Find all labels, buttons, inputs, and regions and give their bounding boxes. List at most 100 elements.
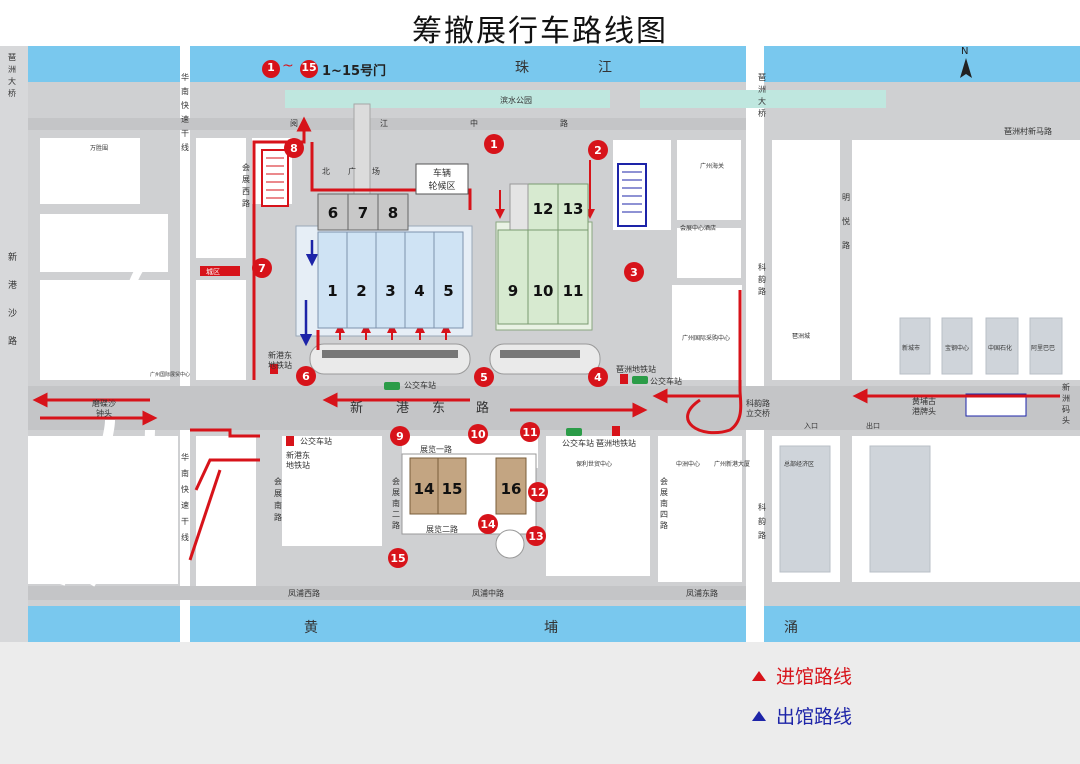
- gate-range-from-badge: [262, 60, 280, 78]
- road-label: 展: [242, 175, 250, 184]
- road-label: 会: [242, 162, 250, 172]
- riverside-park: [285, 90, 610, 108]
- place-label: 广州海关: [700, 162, 724, 170]
- vehicle-area-label: 轮候区: [428, 180, 455, 192]
- gate-14-label: 14: [480, 518, 496, 531]
- hall-10: [527, 229, 559, 325]
- entry-routes: [32, 116, 1060, 561]
- road-label: 科: [758, 262, 766, 272]
- gate-14-badge: [478, 514, 498, 534]
- place-label: 保利世贸中心: [576, 460, 612, 468]
- place-label: 总部经济区: [784, 460, 814, 468]
- hall-label: 10: [533, 282, 554, 300]
- road-label: 阅: [290, 119, 298, 128]
- road-label: 展览一路: [420, 444, 452, 454]
- road-label: 四: [660, 510, 668, 519]
- road-label: 科: [758, 502, 766, 512]
- area-label: 北: [322, 167, 330, 176]
- parking-xinzhou: [965, 393, 1027, 417]
- road-label: 会: [274, 476, 282, 486]
- metro-icon: [612, 426, 620, 436]
- station-label: 公交车站: [404, 380, 436, 390]
- gate-6-label: 6: [302, 370, 310, 383]
- gate-6-badge: [296, 366, 316, 386]
- hall-label: 13: [563, 200, 584, 218]
- road-label: 琶洲村新马路: [1004, 126, 1052, 136]
- gate-4-badge: [588, 367, 608, 387]
- legend-exit-route: 出馆路线: [752, 702, 852, 729]
- place-label: 中国石化: [988, 344, 1012, 352]
- bus-icon: [632, 376, 648, 384]
- bus-icon: [566, 428, 582, 436]
- hall-8: [377, 193, 409, 231]
- place-label: 新城市: [902, 344, 920, 352]
- gate-range-from: 1: [267, 61, 275, 74]
- road-label: 琶: [8, 53, 16, 62]
- hall-15: [437, 457, 467, 515]
- place-label: 中洲中心: [676, 460, 700, 468]
- road-label: 展: [274, 489, 282, 498]
- road-label: 悦: [842, 216, 850, 226]
- road-label: 桥: [758, 108, 766, 118]
- hall-label: 1: [327, 282, 337, 300]
- hall-label: 14: [414, 480, 435, 498]
- road-label: 桥: [8, 88, 16, 98]
- xingang-road: [28, 386, 1080, 430]
- gate-5-badge: [474, 367, 494, 387]
- road-label: 快: [181, 100, 189, 110]
- expressway-gap: [180, 46, 190, 642]
- hall-label: 6: [328, 204, 338, 222]
- gate-12-label: 12: [530, 486, 545, 499]
- gate-9-label: 9: [396, 430, 404, 443]
- place-label: 万胜围: [90, 144, 108, 152]
- road-label: 南: [392, 498, 400, 508]
- station-label: 琶洲地铁站: [596, 438, 636, 448]
- road-label: 琶: [758, 73, 766, 82]
- road-label: 速: [181, 115, 189, 124]
- place-label: 头: [1062, 415, 1070, 425]
- gate-7-badge: [252, 258, 272, 278]
- river-north-label: 珠: [515, 60, 529, 76]
- road-label: 南: [660, 498, 668, 508]
- road-label: 快: [181, 484, 189, 494]
- gate-range-tilde: ~: [282, 58, 294, 74]
- hall-3: [375, 231, 406, 329]
- road-label: 中: [470, 118, 478, 128]
- legend-entry-route: 进馆路线: [752, 662, 852, 689]
- red-triangle-icon: [752, 670, 766, 681]
- place-label: 出口: [866, 421, 880, 430]
- metro-icon: [270, 364, 278, 374]
- road-label: 会: [392, 476, 400, 486]
- place-label: 宝钢中心: [945, 344, 969, 352]
- tower: [353, 103, 371, 201]
- road-label: 会: [660, 476, 668, 486]
- place-label: 广州国际展贸中心: [150, 371, 190, 378]
- hall-label: 16: [501, 480, 522, 498]
- compass-label: N: [961, 46, 969, 57]
- river-south-label: 涌: [784, 620, 798, 636]
- road-label: 凤浦东路: [686, 588, 718, 598]
- bridge-gap: [746, 46, 764, 642]
- road-label: 路: [392, 520, 400, 530]
- road-label: 路: [242, 198, 250, 208]
- gate-9-badge: [390, 426, 410, 446]
- legend-in-label: 进馆路线: [776, 666, 853, 688]
- place-label: 城区: [206, 268, 220, 276]
- gate-13-label: 13: [528, 530, 543, 543]
- road-label: 港: [396, 401, 409, 416]
- hall-label: 2: [356, 282, 366, 300]
- hall-label: 4: [414, 282, 424, 300]
- hall-label: 9: [508, 282, 518, 300]
- road-label: 西: [242, 187, 250, 196]
- road-label: 二: [392, 510, 400, 519]
- road-label: 速: [181, 501, 189, 510]
- area-label: 场: [372, 167, 380, 176]
- place-label: 阿里巴巴: [1031, 344, 1055, 352]
- gate-7-label: 7: [258, 262, 266, 275]
- hall-7: [347, 193, 379, 231]
- hall-label: 7: [358, 204, 368, 222]
- place-label: 洲: [1062, 394, 1070, 403]
- road-label: 南: [181, 86, 189, 96]
- hall-annex: [509, 183, 529, 231]
